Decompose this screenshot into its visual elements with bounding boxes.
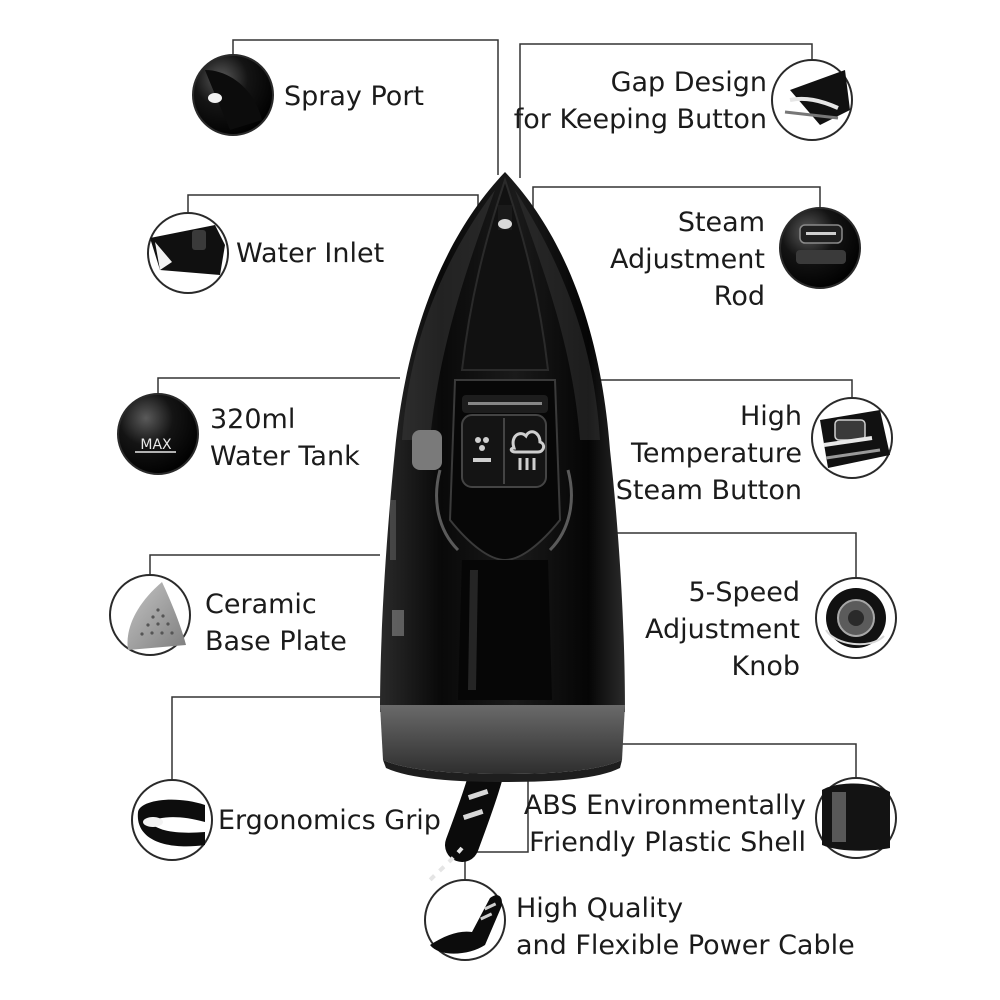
steam-button-closeup-icon [811,397,893,479]
label-power-cable: High Quality and Flexible Power Cable [516,893,855,961]
label-grip: Ergonomics Grip [218,805,441,836]
leader-gap-design [519,43,813,178]
spray-port-closeup-icon [192,54,274,136]
soleplate-closeup-icon [109,574,191,656]
handle-closeup-icon [131,779,213,861]
leader-abs-shell [620,743,857,782]
shell-closeup-icon [815,777,897,859]
label-water-tank: 320ml Water Tank [210,404,360,472]
cable-closeup-icon [424,879,506,961]
label-abs-shell: ABS Environmentally Friendly Plastic She… [523,790,806,858]
max-mark-closeup-icon: MAX [117,393,199,475]
label-gap-design: Gap Design for Keeping Button [513,67,767,135]
iron-body [380,172,625,782]
label-base-plate: Ceramic Base Plate [205,589,347,657]
leader-spray-port [232,39,499,175]
gap-closeup-icon [771,59,853,141]
label-spray-port: Spray Port [284,81,425,112]
svg-text:MAX: MAX [140,437,172,453]
label-steam-rod: Steam Adjustment Rod [609,207,765,312]
leader-water-inlet [187,194,479,218]
leader-steam-rod [532,186,821,210]
label-speed-knob: 5-Speed Adjustment Knob [644,577,800,682]
leader-power-cable [464,780,529,880]
leader-speed-knob [552,532,857,578]
leader-lines [149,39,857,880]
steam-rod-closeup-icon [779,207,861,289]
leader-water-tank [157,377,400,398]
knob-closeup-icon [815,577,897,659]
leader-base-plate [149,554,380,578]
label-water-inlet: Water Inlet [236,238,385,269]
water-inlet-closeup-icon [147,212,229,294]
callout-discs: MAX [109,54,897,961]
label-steam-button: High Temperature Steam Button [615,401,802,506]
